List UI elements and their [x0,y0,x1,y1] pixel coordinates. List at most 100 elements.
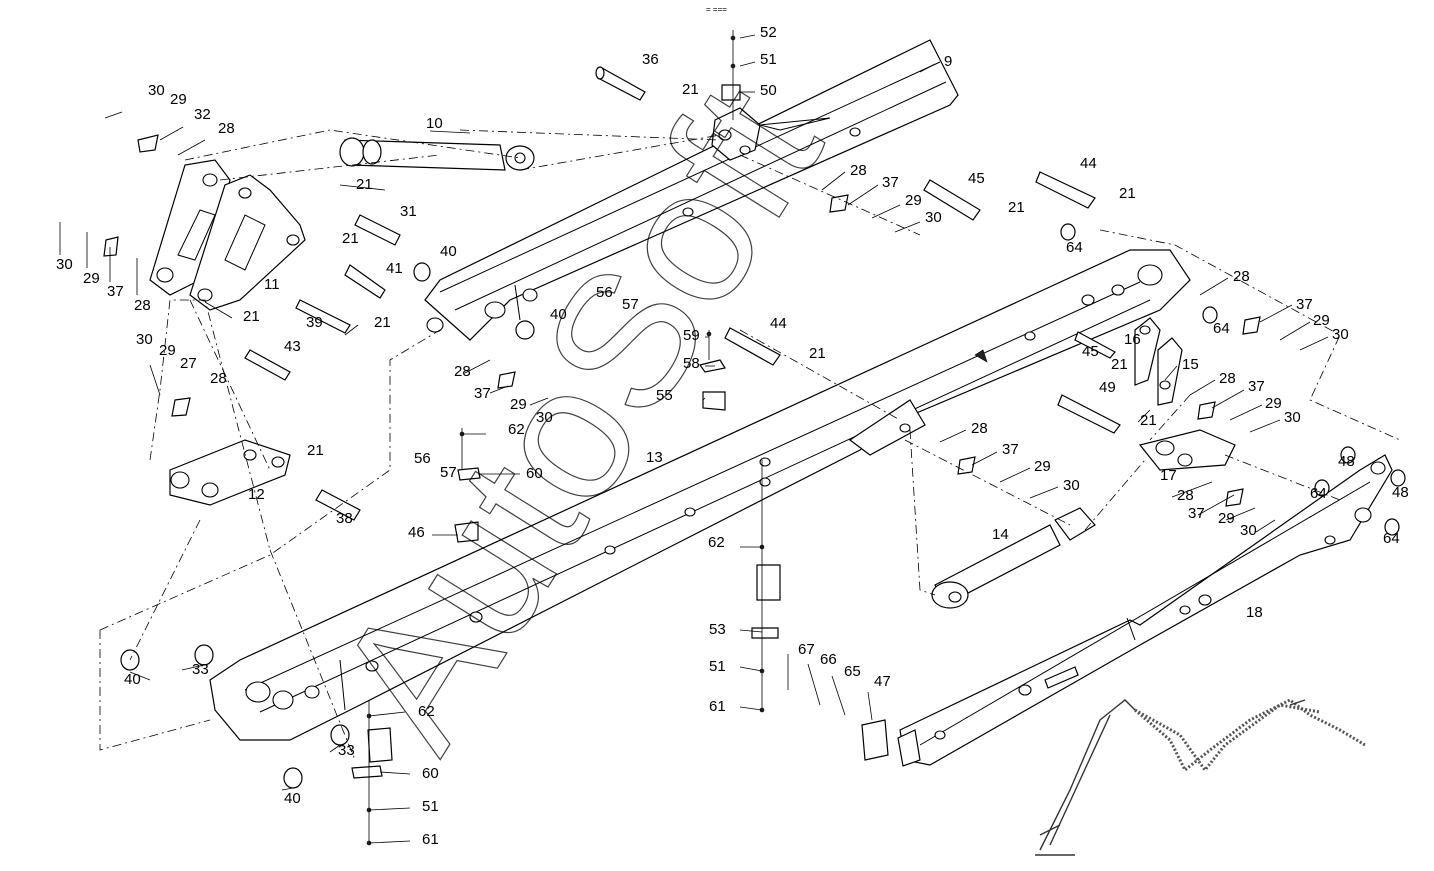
part-callout-60[interactable]: 60 [526,465,543,482]
part-callout-30[interactable]: 30 [1240,522,1257,539]
part-callout-29[interactable]: 29 [170,91,187,108]
part-callout-30[interactable]: 30 [148,82,165,99]
part-callout-62[interactable]: 62 [508,421,525,438]
part-callout-11[interactable]: 11 [264,276,280,293]
part-callout-13[interactable]: 13 [646,449,663,466]
part-callout-61[interactable]: 61 [422,831,439,848]
part-callout-17[interactable]: 17 [1160,467,1177,484]
part-callout-37[interactable]: 37 [474,385,491,402]
part-callout-59[interactable]: 59 [683,327,700,344]
part-callout-46[interactable]: 46 [408,524,425,541]
part-callout-64[interactable]: 64 [1383,530,1400,547]
part-callout-21[interactable]: 21 [682,81,699,98]
part-callout-51[interactable]: 51 [422,798,439,815]
part-callout-51[interactable]: 51 [709,658,726,675]
part-callout-30[interactable]: 30 [136,331,153,348]
part-callout-38[interactable]: 38 [336,510,353,527]
part-callout-18[interactable]: 18 [1246,604,1263,621]
part-callout-56[interactable]: 56 [596,284,613,301]
part-callout-41[interactable]: 41 [386,260,403,277]
part-callout-28[interactable]: 28 [971,420,988,437]
part-callout-53[interactable]: 53 [709,621,726,638]
part-callout-21[interactable]: 21 [307,442,324,459]
part-callout-21[interactable]: 21 [243,308,260,325]
part-callout-57[interactable]: 57 [440,464,457,481]
part-callout-67[interactable]: 67 [798,641,815,658]
part-callout-56[interactable]: 56 [414,450,431,467]
part-callout-30[interactable]: 30 [925,209,942,226]
part-callout-29[interactable]: 29 [510,396,527,413]
part-callout-31[interactable]: 31 [400,203,417,220]
part-callout-28[interactable]: 28 [134,297,151,314]
part-callout-28[interactable]: 28 [218,120,235,137]
part-callout-37[interactable]: 37 [1188,505,1205,522]
part-callout-40[interactable]: 40 [550,306,567,323]
part-callout-28[interactable]: 28 [1219,370,1236,387]
part-callout-52[interactable]: 52 [760,24,777,41]
part-callout-50[interactable]: 50 [760,82,777,99]
part-callout-36[interactable]: 36 [642,51,659,68]
part-callout-21[interactable]: 21 [1008,199,1025,216]
part-callout-9[interactable]: 9 [944,53,952,70]
part-callout-29[interactable]: 29 [905,192,922,209]
part-callout-21[interactable]: 21 [1140,412,1157,429]
part-callout-62[interactable]: 62 [418,703,435,720]
part-callout-21[interactable]: 21 [1111,356,1128,373]
part-callout-49[interactable]: 49 [1099,379,1116,396]
part-callout-12[interactable]: 12 [248,486,265,503]
part-callout-30[interactable]: 30 [1332,326,1349,343]
part-callout-37[interactable]: 37 [882,174,899,191]
part-callout-47[interactable]: 47 [874,673,891,690]
part-callout-30[interactable]: 30 [536,409,553,426]
part-callout-44[interactable]: 44 [770,315,787,332]
part-callout-64[interactable]: 64 [1310,485,1327,502]
part-callout-29[interactable]: 29 [159,342,176,359]
part-callout-45[interactable]: 45 [1082,343,1099,360]
part-callout-27[interactable]: 27 [180,355,197,372]
part-callout-28[interactable]: 28 [454,363,471,380]
part-callout-40[interactable]: 40 [440,243,457,260]
part-callout-16[interactable]: 16 [1124,331,1141,348]
part-callout-21[interactable]: 21 [809,345,826,362]
part-callout-60[interactable]: 60 [422,765,439,782]
part-callout-30[interactable]: 30 [1284,409,1301,426]
part-callout-33[interactable]: 33 [192,661,209,678]
part-callout-21[interactable]: 21 [342,230,359,247]
part-callout-29[interactable]: 29 [1313,312,1330,329]
part-callout-55[interactable]: 55 [656,387,673,404]
part-callout-40[interactable]: 40 [124,671,141,688]
part-callout-28[interactable]: 28 [210,370,227,387]
part-callout-30[interactable]: 30 [56,256,73,273]
part-callout-29[interactable]: 29 [83,270,100,287]
part-callout-29[interactable]: 29 [1218,510,1235,527]
part-callout-29[interactable]: 29 [1034,458,1051,475]
part-callout-65[interactable]: 65 [844,663,861,680]
part-callout-57[interactable]: 57 [622,296,639,313]
part-callout-58[interactable]: 58 [683,355,700,372]
part-callout-14[interactable]: 14 [992,526,1009,543]
part-callout-48[interactable]: 48 [1392,484,1409,501]
part-callout-37[interactable]: 37 [107,283,124,300]
part-callout-37[interactable]: 37 [1002,441,1019,458]
part-callout-40[interactable]: 40 [284,790,301,807]
part-callout-64[interactable]: 64 [1066,239,1083,256]
part-callout-43[interactable]: 43 [284,338,301,355]
part-callout-32[interactable]: 32 [194,106,211,123]
part-callout-28[interactable]: 28 [850,162,867,179]
part-callout-21[interactable]: 21 [356,176,373,193]
part-callout-66[interactable]: 66 [820,651,837,668]
part-callout-37[interactable]: 37 [1296,296,1313,313]
part-callout-21[interactable]: 21 [374,314,391,331]
part-callout-28[interactable]: 28 [1177,487,1194,504]
part-callout-44[interactable]: 44 [1080,155,1097,172]
part-callout-21[interactable]: 21 [1119,185,1136,202]
part-callout-64[interactable]: 64 [1213,320,1230,337]
part-callout-15[interactable]: 15 [1182,356,1199,373]
part-callout-45[interactable]: 45 [968,170,985,187]
part-callout-29[interactable]: 29 [1265,395,1282,412]
part-callout-30[interactable]: 30 [1063,477,1080,494]
part-callout-28[interactable]: 28 [1233,268,1250,285]
part-callout-33[interactable]: 33 [338,742,355,759]
part-callout-39[interactable]: 39 [306,314,323,331]
